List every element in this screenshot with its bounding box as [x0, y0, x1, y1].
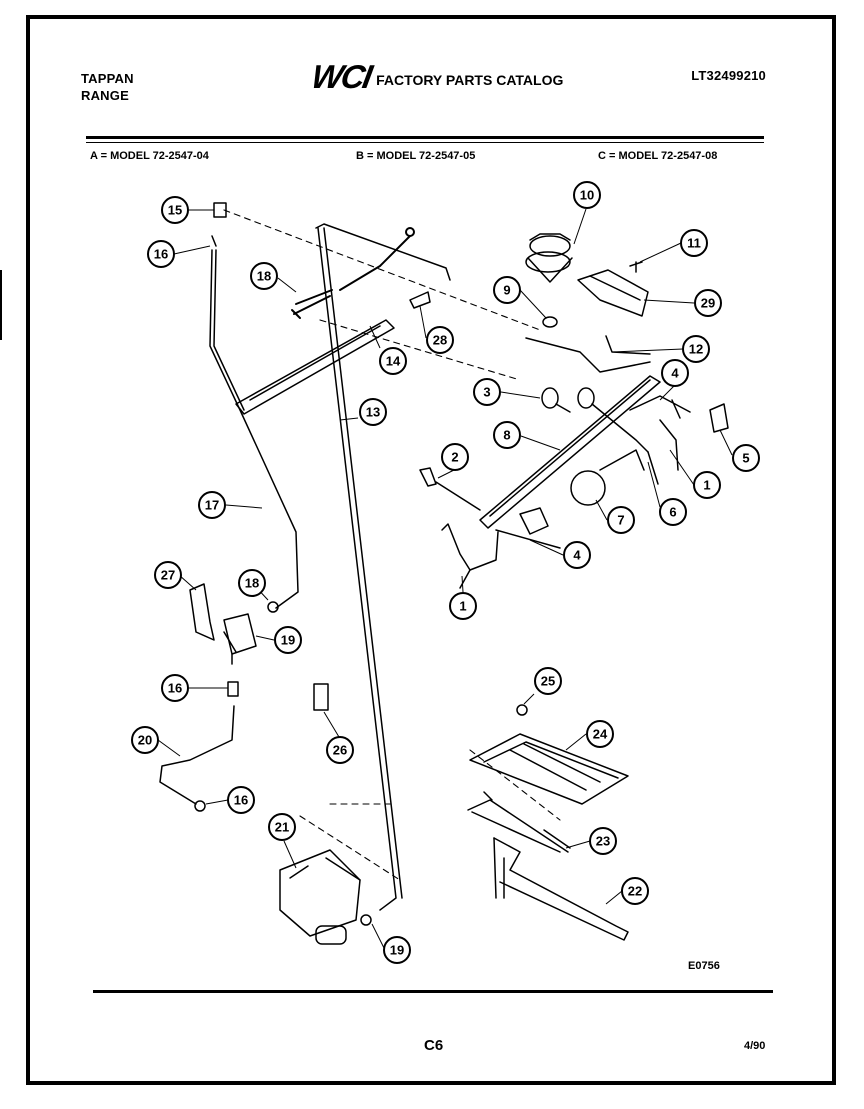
callout-14: 14: [386, 354, 401, 369]
valve-right: [577, 387, 649, 453]
callout-20: 20: [138, 733, 152, 748]
part-17-line: [209, 249, 299, 609]
callout-5: 5: [742, 451, 749, 466]
part-29-bracket: [577, 261, 649, 317]
callout-3: 3: [483, 385, 490, 400]
catalog-heading: WCI FACTORY PARTS CATALOG: [309, 58, 564, 96]
part-20-line: [159, 705, 235, 805]
callout-28: 28: [433, 333, 447, 348]
part-7-disk: [570, 470, 606, 506]
part-1-thermocouple-lower: [441, 523, 499, 589]
callout-1-right: 1: [703, 478, 710, 493]
catalog-number: LT32499210: [691, 68, 766, 83]
part-4-upper: [629, 395, 691, 419]
part-14-tube: [235, 319, 395, 415]
callout-29: 29: [701, 296, 715, 311]
footer-rule: [93, 990, 773, 993]
assembly-reference-lines: [223, 209, 561, 881]
part-9-nut: [542, 316, 558, 328]
part-28-fitting: [409, 291, 431, 309]
part-13-rod: [315, 223, 451, 911]
callout-22: 22: [628, 884, 642, 899]
brand-name: TAPPAN: [81, 71, 134, 86]
callout-27: 27: [161, 568, 175, 583]
product-type: RANGE: [81, 88, 129, 103]
callout-4-upper: 4: [671, 366, 679, 381]
callout-leaders: [157, 208, 733, 949]
header-rule-thin: [86, 142, 764, 143]
callout-17: 17: [205, 498, 219, 513]
callout-26: 26: [333, 743, 347, 758]
part-16-mid-fitting: [227, 681, 239, 697]
callout-16-lower: 16: [234, 793, 248, 808]
callout-23: 23: [596, 834, 610, 849]
callout-18-lower: 18: [245, 576, 259, 591]
page-number: C6: [424, 1037, 444, 1054]
callout-16-top: 16: [154, 247, 168, 262]
part-2-burner-orifice: [419, 467, 481, 511]
callout-6: 6: [669, 505, 676, 520]
callout-10: 10: [580, 188, 594, 203]
callout-1-lower: 1: [459, 599, 466, 614]
part-19-regulator: [223, 613, 257, 665]
callout-9: 9: [503, 283, 510, 298]
callout-21: 21: [275, 820, 289, 835]
callout-24: 24: [593, 727, 608, 742]
callout-19-upper: 19: [281, 633, 295, 648]
callout-7: 7: [617, 513, 624, 528]
part-25-screw: [516, 704, 528, 716]
header-rule-thick: [86, 136, 764, 139]
callout-25: 25: [541, 674, 555, 689]
callout-16-mid: 16: [168, 681, 182, 696]
part-1-thermocouple-upper: [659, 419, 679, 471]
part-24-tray: [469, 733, 629, 805]
part-22-burner: [493, 837, 629, 941]
callout-18-upper: 18: [257, 269, 271, 284]
model-b: B = MODEL 72-2547-05: [356, 150, 476, 162]
model-a: A = MODEL 72-2547-04: [90, 150, 209, 162]
revision-date: 4/90: [744, 1040, 766, 1052]
callout-15: 15: [168, 203, 182, 218]
callout-8: 8: [503, 428, 510, 443]
callout-4-lower: 4: [573, 548, 581, 563]
part-18-upper: [291, 227, 415, 319]
catalog-title: FACTORY PARTS CATALOG: [376, 72, 564, 88]
callout-circles: [131, 181, 760, 964]
page-frame: [26, 15, 836, 1085]
part-18-lower: [267, 601, 279, 613]
part-26-block: [313, 683, 329, 711]
part-27-bracket: [189, 583, 215, 641]
callout-11: 11: [687, 236, 701, 251]
part-19-lower-fitting: [360, 914, 372, 926]
part-21-valve-body: [279, 849, 361, 945]
part-23-igniter: [467, 791, 571, 853]
part-5-connector: [709, 403, 729, 433]
part-16-top-fitting: [211, 235, 217, 247]
drawing-id: E0756: [688, 960, 720, 972]
binding-edge-marks: [0, 270, 8, 340]
part-6-thermocouple: [599, 449, 659, 485]
part-8-manifold: [479, 375, 661, 529]
model-c: C = MODEL 72-2547-08: [598, 150, 718, 162]
callout-13: 13: [366, 405, 380, 420]
callout-2: 2: [451, 450, 458, 465]
part-12-tube: [525, 335, 651, 373]
brand-block: TAPPAN RANGE: [81, 70, 134, 104]
callout-12: 12: [689, 342, 703, 357]
part-10-thermostat: [525, 233, 573, 283]
callout-19-lower: 19: [390, 943, 404, 958]
part-4-lower: [495, 507, 561, 549]
part-3-valve: [541, 387, 571, 413]
part-16-lower-fitting: [194, 800, 206, 812]
